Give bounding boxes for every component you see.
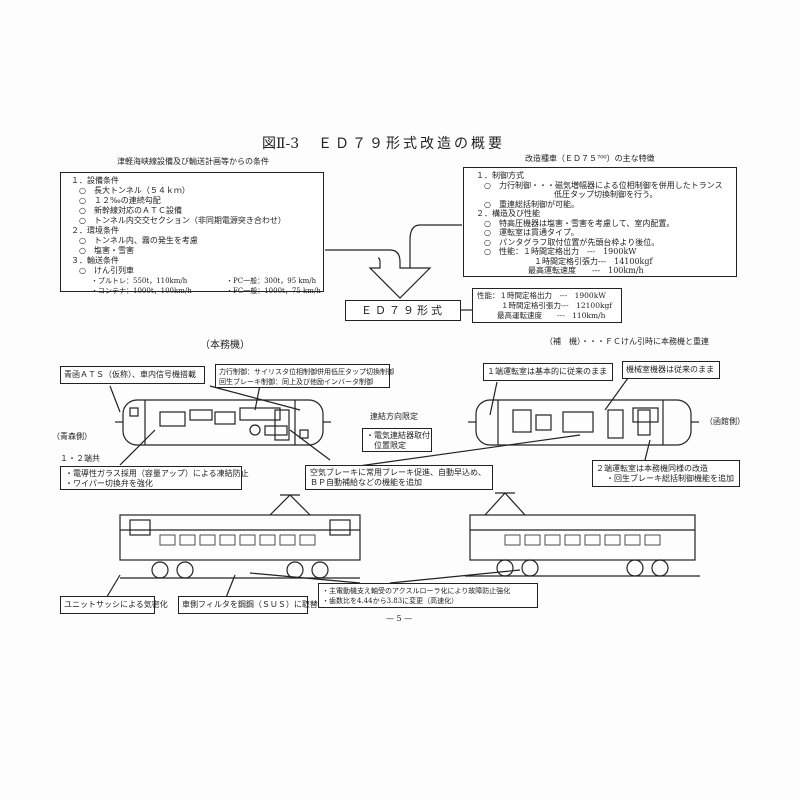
callout-coupling: ・電気連結器取付 位置限定 (362, 428, 432, 452)
text-line: １時間定格引張力--- 12100kgf (501, 301, 613, 310)
callout-brake: 空気ブレーキに常用ブレーキ促進、自動早込め、 ＢＰ自動補給などの機能を追加 (305, 465, 493, 490)
text-line: ○ 運転室は貫通タイプ。 (484, 228, 579, 237)
callout-text: ・回生ブレーキ総括制御機能を追加 (606, 474, 734, 483)
callout-cab2: ２端運転室は本務機同様の改造 ・回生ブレーキ総括制御機能を追加 (592, 460, 740, 487)
text-line: ○ 塩害・雪害 (79, 246, 134, 255)
text-line: ○ 新幹線対応のＡＴＣ設備 (79, 206, 182, 215)
helper-loco-side-view (465, 492, 700, 577)
callout-control: 力行制御：サイリスタ位相制御併用低圧タップ切換制御 回生ブレーキ制御：同上及び他… (215, 364, 394, 388)
text-line: ○ けん引列車 (79, 266, 134, 275)
callout-machine-room: 機械室機器は従来のまま (622, 361, 720, 379)
hakodate-side-label: （函館側） (705, 417, 745, 426)
callout-text: ２端運転室は本務機同様の改造 (596, 464, 708, 473)
callout-ats: 青函ＡＴＳ（仮称）、車内信号機搭載 (60, 366, 205, 384)
right-caption: 改造種車（ＥＤ７５⁷⁰⁰）の主な特徴 (525, 154, 655, 163)
callout-text: 位置限定 (374, 441, 406, 450)
text-line: ・ブルトレ：550t，110km/h (91, 277, 188, 285)
ed79-label-box: ＥＤ７９形式 (345, 300, 461, 321)
callout-text: 車側フィルタを鋼鋼（ＳＵＳ）に取替 (182, 600, 318, 609)
callout-text: 回生ブレーキ制御：同上及び他励インバータ制御 (219, 378, 373, 386)
callout-text: 機械室機器は従来のまま (626, 365, 714, 374)
callout-glass: ・電導性ガラス採用（容量アップ）による凍結防止 ・ワイパー切換弁を強化 (60, 466, 249, 490)
conditions-box: １．設備条件 ○ 長大トンネル（５４ｋｍ） ○ １２‰の連続勾配 ○ 新幹線対応… (60, 172, 324, 295)
callout-text: 力行制御：サイリスタ位相制御併用低圧タップ切換制御 (219, 368, 394, 376)
callout-sash: ユニットサッシによる気密化 (60, 596, 168, 614)
text-line: 低圧タップ切換制御を行う。 (554, 190, 658, 199)
page-title: ＥＤ７９形式改造の概要 (318, 136, 505, 152)
figure-number: 図Ⅱ-3 (262, 136, 300, 152)
callout-motor: ・主電動機支え軸受のアクスルローラ化により故障防止強化 ・歯数比を4.44から3… (318, 583, 538, 608)
text-line: ○ トンネル内交交セクション（非同期電源突き合わせ） (79, 216, 286, 225)
text-line: ・PC一般：300t，95 km/h (226, 277, 317, 285)
callout-text: ＢＰ自動補給などの機能を追加 (310, 478, 422, 487)
callout-text: ユニットサッシによる気密化 (64, 600, 168, 609)
main-loco-plan (115, 399, 331, 446)
text-line: １時間定格引張力--- 14100kgf (534, 256, 653, 266)
text-line: ３．輸送条件 (71, 256, 119, 265)
ends-label: １・２端共 (60, 454, 100, 463)
callout-text: 空気ブレーキに常用ブレーキ促進、自動早込め、 (310, 468, 486, 477)
callout-text: ・電導性ガラス採用（容量アップ）による凍結防止 (65, 469, 249, 478)
callout-filter: 車側フィルタを鋼鋼（ＳＵＳ）に取替 (178, 596, 318, 614)
text-line: ○ 重連総括制御が可能。 (484, 199, 579, 209)
text-line: ○ 長大トンネル（５４ｋｍ） (79, 186, 190, 195)
ed79-performance-box: 性能：１時間定格出力 --- 1900kW １時間定格引張力--- 12100k… (472, 288, 622, 323)
text-line: 最高運転速度 --- 100km/h (528, 266, 644, 275)
callout-text: ・電気連結器取付 (366, 431, 430, 440)
text-line: ○ 力行制御・・・磁気増幅器による位相制御を併用したトランス (484, 180, 723, 190)
features-box: １．制御方式 ○ 力行制御・・・磁気増幅器による位相制御を併用したトランス 低圧… (463, 167, 737, 277)
callout-text: １端運転室は基本的に従来のまま (487, 367, 607, 376)
text-line: ○ 特高圧機器は塩害・雪害を考慮して、室内配置。 (484, 218, 675, 228)
helper-loco-heading: （補 機）・・・ＦＣけん引時に本務機と重連 (545, 337, 709, 346)
coupling-title: 連結方向限定 (370, 412, 418, 421)
left-caption: 津軽海峡線設備及び輸送計画等からの条件 (117, 157, 269, 166)
callout-text: ・ワイパー切換弁を強化 (65, 479, 153, 488)
text-line: １．設備条件 (71, 176, 119, 185)
text-line: ○ １２‰の連続勾配 (79, 196, 161, 205)
helper-loco-plan (468, 399, 699, 446)
text-line: 最高運転速度 --- 110km/h (497, 311, 606, 320)
text-line: ２．環境条件 (71, 226, 119, 235)
aomori-side-label: （青森側） (52, 432, 92, 441)
callout-text: 青函ＡＴＳ（仮称）、車内信号機搭載 (64, 370, 196, 379)
text-line: ・FC一般：1000t，75 km/h (226, 287, 321, 295)
text-line: ○ トンネル内、霧の発生を考慮 (79, 236, 198, 245)
main-loco-side-view (119, 494, 361, 579)
text-line: 性能：１時間定格出力 --- 1900kW (477, 291, 606, 300)
text-line: ・コンテナ：1000t，100km/h (91, 287, 192, 295)
merge-arrow (325, 249, 432, 299)
page-number: — 5 — (386, 614, 413, 623)
callout-cab1: １端運転室は基本的に従来のまま (483, 363, 613, 381)
text-line: １．制御方式 (476, 171, 524, 180)
callout-text: ・歯数比を4.44から3.83に変更（高速化） (322, 597, 459, 605)
callout-text: ・主電動機支え軸受のアクスルローラ化により故障防止強化 (322, 587, 511, 595)
text-line: ○ 性能：１時間定格出力 --- 1900kW (484, 247, 637, 256)
main-loco-heading: （本務機） (200, 340, 250, 351)
text-line: ２．構造及び性能 (476, 209, 540, 218)
text-line: ○ パンタグラフ取付位置が先頭台枠より後位。 (484, 237, 660, 247)
